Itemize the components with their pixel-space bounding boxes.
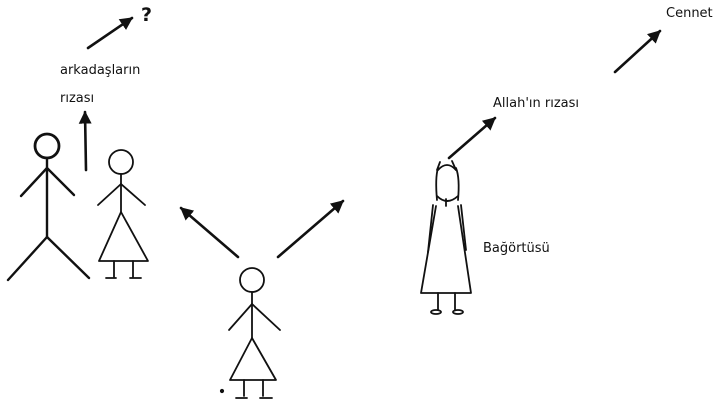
gods-approval-label: Allah'ın rızası <box>493 96 580 111</box>
arrow-left-branch <box>179 206 240 259</box>
figure-with-headscarf <box>420 160 472 315</box>
headscarf-label: Bağörtüsü <box>483 241 550 256</box>
friends-approval-label-line1: arkadaşların <box>60 63 141 78</box>
friends-approval-label-line2: rızası <box>60 91 95 106</box>
arrow-to-gods-approval <box>447 116 497 160</box>
arrow-right-branch <box>276 199 345 259</box>
arrow-to-paradise <box>613 29 662 74</box>
arrow-to-question <box>86 16 134 50</box>
stick-figure-girl-friend <box>97 149 149 279</box>
paradise-label: Cennet <box>666 6 713 21</box>
stick-figure-girl-center <box>219 267 281 399</box>
arrow-from-friends-up <box>78 110 92 172</box>
question-mark-label: ? <box>141 4 153 26</box>
stick-figure-man <box>6 132 91 282</box>
